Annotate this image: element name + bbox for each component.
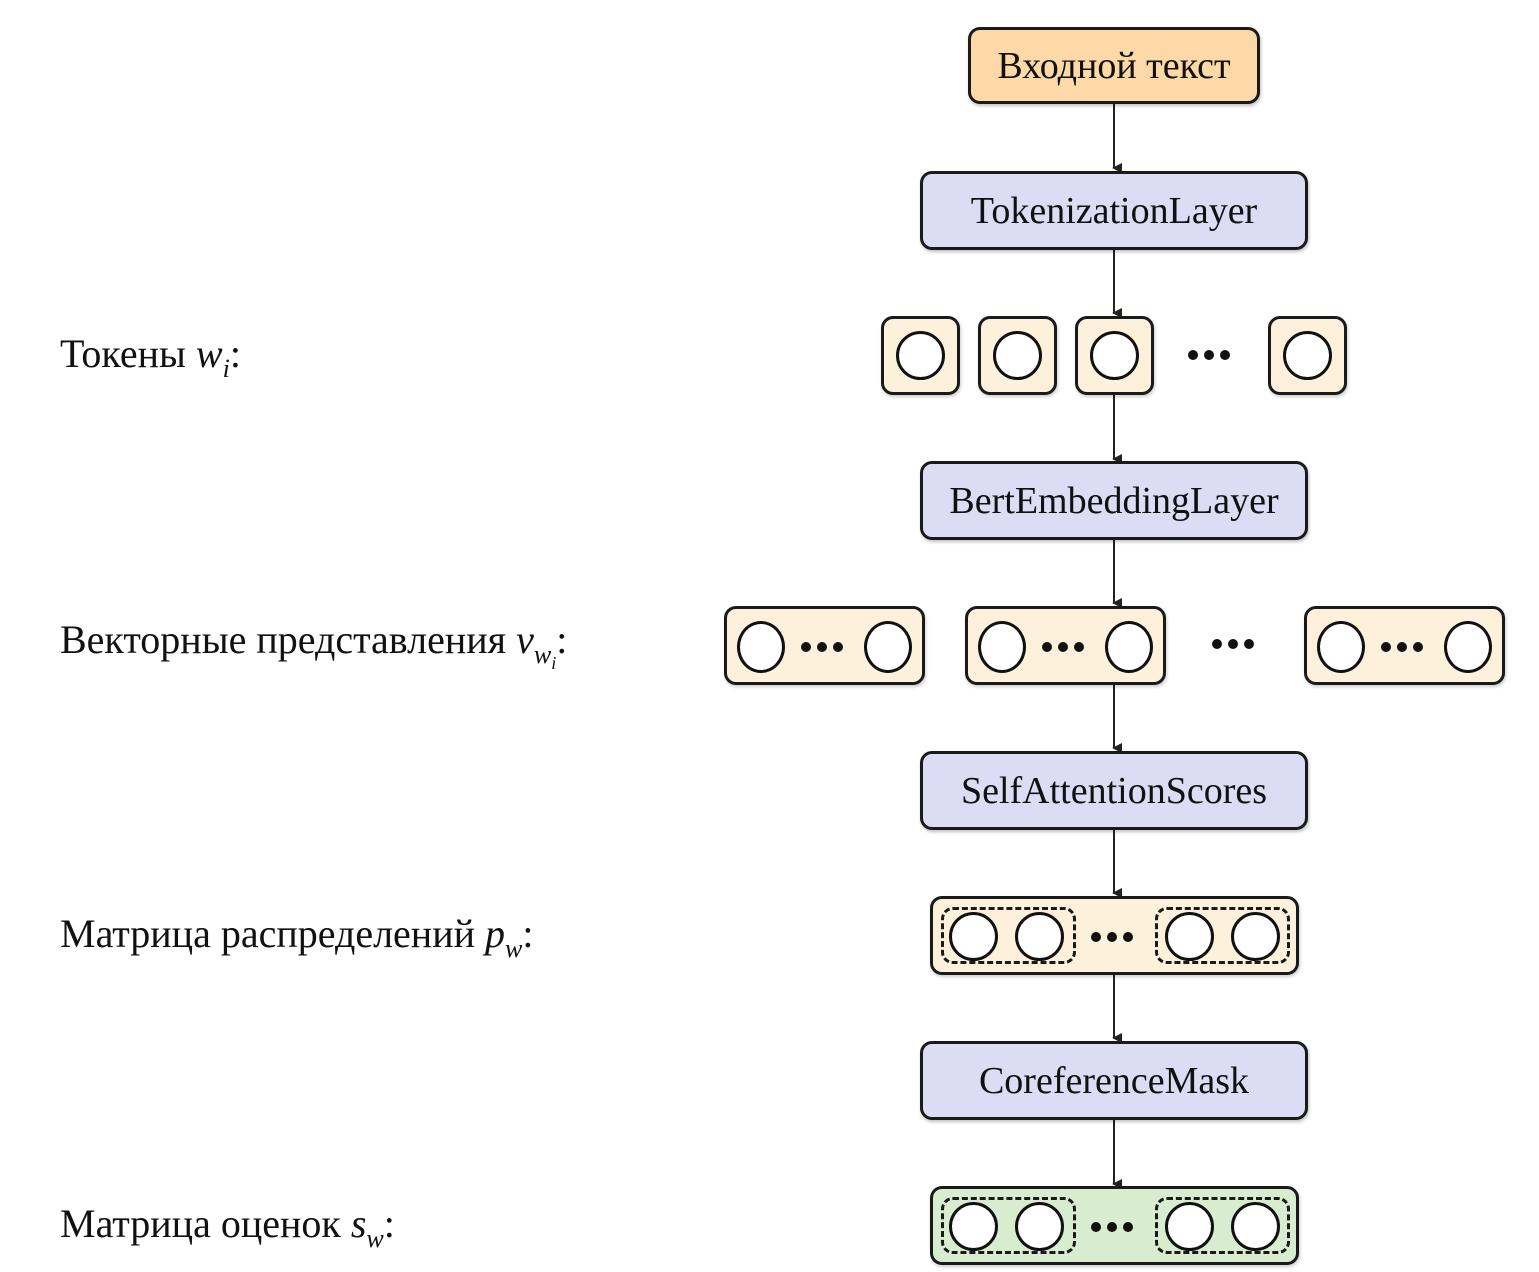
coreference-mask-box: CoreferenceMask bbox=[920, 1041, 1308, 1120]
scores-label-text: Матрица оценок bbox=[60, 1201, 351, 1246]
self-attention-scores-box: SelfAttentionScores bbox=[920, 751, 1308, 830]
vectors-sub-text: w bbox=[533, 640, 552, 669]
tokens-sub: i bbox=[222, 354, 230, 383]
ellipsis-icon bbox=[801, 642, 843, 652]
token-cell bbox=[1075, 316, 1154, 395]
matrix-node-icon bbox=[1165, 912, 1214, 961]
ellipsis-icon bbox=[1381, 642, 1423, 652]
dashed-group bbox=[941, 907, 1076, 964]
ellipsis-icon bbox=[1091, 1222, 1133, 1232]
vector-node-icon bbox=[1317, 621, 1365, 673]
vector-node-icon bbox=[864, 621, 912, 673]
distribution-matrix bbox=[930, 896, 1299, 975]
coreference-mask-label: CoreferenceMask bbox=[978, 1059, 1250, 1102]
ellipsis-icon bbox=[1212, 639, 1254, 649]
token-node-icon bbox=[896, 331, 945, 380]
scores-label: Матрица оценок sw: bbox=[60, 1200, 395, 1254]
dashed-group bbox=[1155, 1197, 1290, 1254]
self-attention-scores-label: SelfAttentionScores bbox=[960, 769, 1268, 812]
vector-node-icon bbox=[1444, 621, 1492, 673]
tokens-suffix: : bbox=[229, 331, 241, 376]
vector-cell bbox=[1304, 606, 1505, 685]
token-cell bbox=[978, 316, 1057, 395]
tokens-var: w bbox=[195, 331, 223, 376]
tokens-label-text: Токены bbox=[60, 331, 196, 376]
matrix-node-icon bbox=[949, 1202, 998, 1251]
vectors-var: v bbox=[516, 617, 534, 662]
distribution-label-text: Матрица распределений bbox=[60, 911, 485, 956]
vectors-label: Векторные представления vwi: bbox=[60, 616, 567, 674]
scores-suffix: : bbox=[383, 1201, 395, 1246]
token-cell bbox=[1268, 316, 1347, 395]
tokens-label: Токены wi: bbox=[60, 330, 241, 384]
vector-node-icon bbox=[1105, 621, 1153, 673]
distribution-sub: w bbox=[505, 934, 523, 963]
bert-embedding-layer-box: BertEmbeddingLayer bbox=[920, 461, 1308, 540]
token-node-icon bbox=[1283, 331, 1332, 380]
dashed-group bbox=[1155, 907, 1290, 964]
vector-node-icon bbox=[978, 621, 1026, 673]
matrix-node-icon bbox=[949, 912, 998, 961]
distribution-label: Матрица распределений pw: bbox=[60, 910, 533, 964]
token-node-icon bbox=[1090, 331, 1139, 380]
scores-matrix bbox=[930, 1186, 1299, 1265]
matrix-node-icon bbox=[1231, 1202, 1280, 1251]
vector-node-icon bbox=[737, 621, 785, 673]
vector-cell bbox=[724, 606, 925, 685]
tokenization-layer-box: TokenizationLayer bbox=[920, 171, 1308, 250]
dashed-group bbox=[941, 1197, 1076, 1254]
tokenization-layer-label: TokenizationLayer bbox=[970, 189, 1258, 232]
bert-embedding-layer-label: BertEmbeddingLayer bbox=[949, 479, 1279, 522]
input-text-label: Входной текст bbox=[997, 44, 1231, 87]
ellipsis-icon bbox=[1091, 932, 1133, 942]
ellipsis-icon bbox=[1188, 350, 1230, 360]
matrix-node-icon bbox=[1015, 912, 1064, 961]
scores-var: s bbox=[350, 1201, 367, 1246]
matrix-node-icon bbox=[1015, 1202, 1064, 1251]
distribution-var: p bbox=[485, 911, 505, 956]
token-cell bbox=[881, 316, 960, 395]
vector-cell bbox=[965, 606, 1166, 685]
vectors-subsub: i bbox=[551, 653, 557, 673]
matrix-node-icon bbox=[1165, 1202, 1214, 1251]
input-text-box: Входной текст bbox=[968, 27, 1260, 104]
vectors-label-text: Векторные представления bbox=[60, 617, 517, 662]
ellipsis-icon bbox=[1042, 642, 1084, 652]
token-node-icon bbox=[993, 331, 1042, 380]
vectors-sub: wi bbox=[533, 640, 556, 673]
distribution-suffix: : bbox=[522, 911, 534, 956]
vectors-suffix: : bbox=[556, 617, 568, 662]
matrix-node-icon bbox=[1231, 912, 1280, 961]
scores-sub: w bbox=[366, 1224, 384, 1253]
